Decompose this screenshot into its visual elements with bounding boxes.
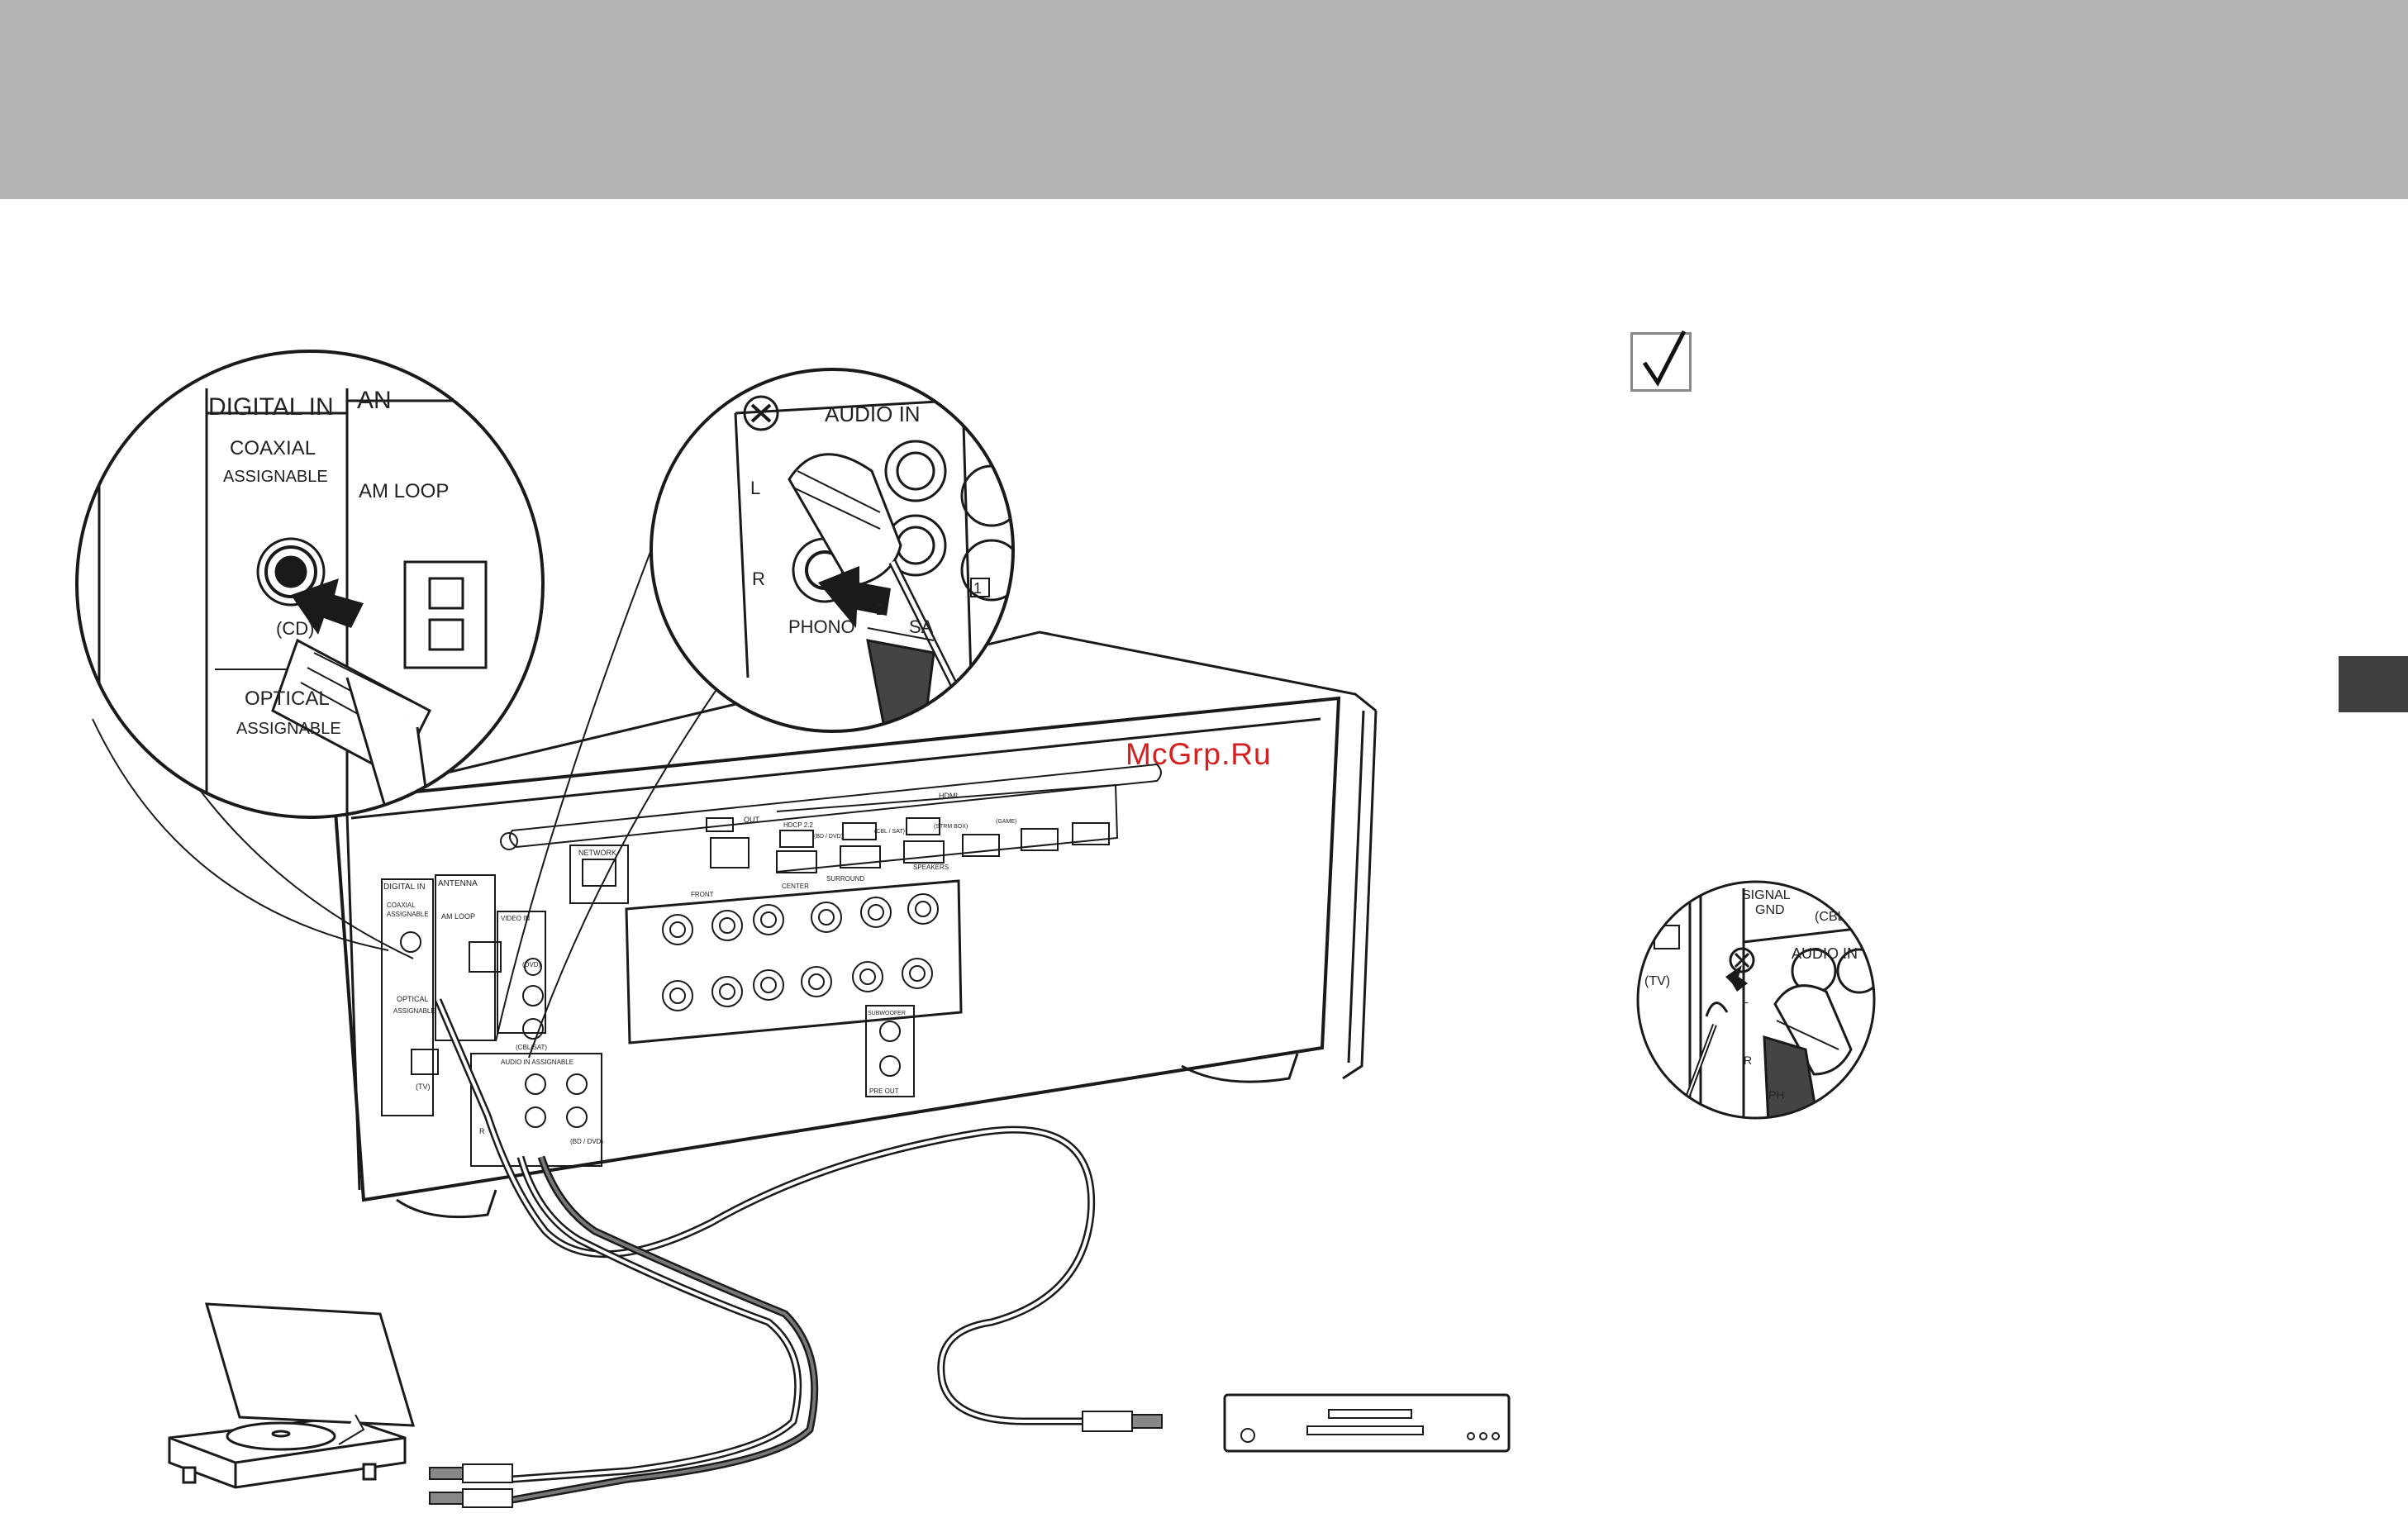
optical-label: OPTICAL [245,688,330,710]
header-band [0,0,2408,199]
signal-label: SIGNAL [1742,888,1791,902]
l-channel-label: L [750,478,760,498]
rca-plugs-turntable [429,1463,513,1508]
insert-arrow-icon [291,578,364,635]
zoom-circle-digital-in [75,350,545,819]
coaxial-label: COAXIAL [230,437,316,459]
rear-network-label: NETWORK [578,849,616,857]
input-2-label: 2 [876,602,884,618]
rear-am-loop-label: AM LOOP [441,912,475,921]
rear-panel [381,783,1119,1167]
rear-panel-labels: DIGITAL IN ANTENNA COAXIAL ASSIGNABLE AM… [383,792,1016,1145]
rear-cbl-sat-label: (CBL / SAT) [874,829,905,835]
rear-digital-in-label: DIGITAL IN [383,883,426,892]
rear-strm-box-label: (STRM BOX) [934,824,968,830]
rear-bd-dvd2-label: (BD / DVD) [570,1138,603,1145]
assignable-label: ASSIGNABLE [223,468,328,486]
rear-pre-out-label: PRE OUT [869,1087,899,1095]
rear-hdcp-label: HDCP 2.2 [783,821,813,829]
r-channel-label: R [1744,1054,1752,1067]
digital-in-label: DIGITAL IN [208,393,334,421]
rear-game-label: (GAME) [996,819,1016,825]
cd-player-device [1223,1393,1511,1453]
rear-optical-label: OPTICAL [397,995,429,1003]
rear-coaxial-label: COAXIAL [387,902,416,909]
assignable2-label: ASSIGNABLE [236,720,341,738]
insert-arrow-icon [818,566,891,628]
r-channel-label: R [752,569,765,589]
rear-subwoofer-label: SUBWOOFER [868,1011,906,1016]
input-1-label: 1 [973,580,982,597]
rear-center-label: CENTER [782,883,809,890]
rear-r-label: R [479,1127,485,1135]
audio-in-label: AUDIO IN [825,402,921,426]
cbl-partial-label: (CBL [1815,910,1845,924]
watermark-text: McGrp.Ru [1125,737,1272,771]
checkbox-note-icon [1630,330,1692,392]
rear-video-in-label: VIDEO IN [501,915,530,922]
tv-label: (TV) [1644,974,1670,988]
rear-tv-label: (TV) [416,1083,431,1091]
phono-partial-label: PH [1768,1088,1784,1102]
zoom-middle-labels: AUDIO IN L R PHONO 2 SA 1 [750,402,982,637]
rear-assignable2-label: ASSIGNABLE [393,1007,435,1015]
rear-antenna-label: ANTENNA [438,879,478,888]
insert-arrow-icon [1725,965,1748,992]
phono-label: PHONO [788,616,855,637]
rear-hdmi-out-label: OUT [744,816,760,824]
cables [92,545,1096,1504]
rear-surround-label: SURROUND [826,875,864,883]
gnd-label: GND [1755,903,1785,917]
sat-partial-label: SA [909,616,934,637]
av-receiver [332,631,1378,1219]
rear-front-label: FRONT [691,891,714,898]
rear-bd-dvd-label: (BD / DVD) [814,834,843,840]
audio-in-label: AUDIO IN [1792,945,1858,962]
rear-hdmi-label: HDMI [939,792,958,800]
am-loop-label: AM LOOP [359,480,449,502]
section-tab-marker [2339,656,2408,712]
zoom-circle-signal-gnd [1636,880,1876,1120]
rear-dvd-label: (DVD) [522,961,541,968]
turntable-device [168,1302,416,1489]
zoom-right-labels: SIGNAL GND (CBL (TV) AUDIO IN L R PH [1644,888,1858,1102]
antenna-partial-label: AN [357,387,392,414]
rear-audio-in-label: AUDIO IN ASSIGNABLE [501,1059,573,1066]
zoom-left-labels: DIGITAL IN AN COAXIAL ASSIGNABLE (CD) OP… [208,387,449,738]
rear-assignable-label: ASSIGNABLE [387,911,429,918]
rear-speakers-label: SPEAKERS [913,864,949,871]
cd-label: (CD) [276,618,314,639]
l-channel-label: L [1742,992,1749,1006]
rca-plug-cd [1082,1411,1163,1432]
rear-cbl-sat2-label: (CBL/SAT) [516,1044,547,1051]
